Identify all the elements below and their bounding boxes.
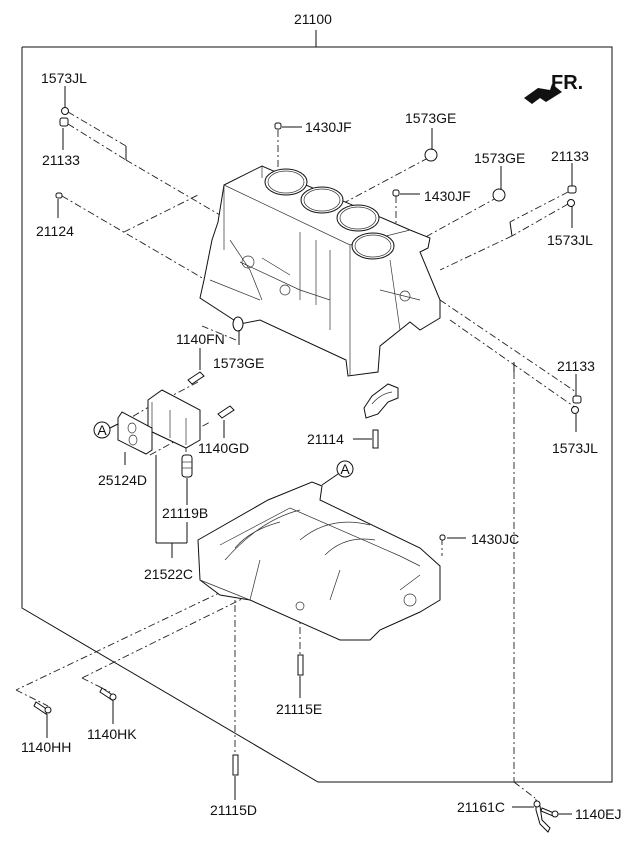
small-parts [33, 107, 582, 833]
label-21114[interactable]: 21114 [307, 431, 344, 447]
label-1430JF[interactable]: 1430JF [305, 119, 352, 135]
bolt-21114 [372, 429, 379, 449]
label-21119B[interactable]: 21119B [162, 505, 208, 521]
reference-marker-left: A [93, 421, 119, 439]
bearing-cap[interactable] [363, 383, 399, 419]
label-21133[interactable]: 21133 [42, 152, 80, 168]
front-arrow-icon [524, 84, 562, 104]
plug-1573JL [61, 107, 69, 115]
plug-1573JL-tr [567, 199, 575, 207]
bolt-21115E [297, 654, 304, 676]
assembly-number[interactable]: 21100 [294, 11, 332, 27]
reference-marker-right: A [321, 460, 354, 486]
svg-text:A: A [340, 461, 350, 477]
leader-lines [15, 111, 577, 799]
label-1430JC[interactable]: 1430JC [471, 531, 519, 547]
front-direction-indicator: FR. [524, 72, 583, 104]
pin-1430JC [439, 534, 446, 541]
plug-1573JL-r [571, 406, 579, 414]
svg-text:A: A [97, 422, 107, 438]
callout-lines [46, 86, 577, 815]
label-1430JF[interactable]: 1430JF [424, 188, 471, 204]
cylinder-block[interactable] [199, 165, 441, 377]
front-label: FR. [551, 72, 583, 94]
oil-filter-bracket[interactable] [147, 389, 201, 449]
pin-1430JF-mid [392, 189, 400, 197]
frame [21, 30, 613, 783]
lower-crankcase[interactable] [197, 481, 441, 641]
label-1140HH[interactable]: 1140HH [21, 739, 71, 755]
oil-filter-connector[interactable] [181, 454, 193, 478]
label-1573JL[interactable]: 1573JL [41, 70, 87, 86]
label-1573GE[interactable]: 1573GE [405, 110, 456, 126]
plug-21133 [59, 117, 69, 127]
label-21124[interactable]: 21124 [36, 223, 74, 239]
label-21133[interactable]: 21133 [557, 358, 595, 374]
label-1573GE[interactable]: 1573GE [213, 355, 264, 371]
bolt-1140HH [33, 701, 49, 715]
label-21522C[interactable]: 21522C [144, 566, 193, 582]
part-labels: 1573JL 21133 21124 1430JF 1573GE 1573GE … [21, 70, 621, 822]
label-21115E[interactable]: 21115E [276, 701, 322, 717]
plug-21133-r [572, 395, 582, 404]
label-1140GD[interactable]: 1140GD [198, 440, 249, 456]
label-1140EJ[interactable]: 1140EJ [575, 806, 621, 822]
bolt-1140FN [187, 371, 205, 385]
label-21161C[interactable]: 21161C [457, 799, 505, 815]
label-1573GE[interactable]: 1573GE [474, 150, 525, 166]
dowel-21124 [55, 192, 63, 199]
label-21115D[interactable]: 21115D [210, 802, 257, 818]
label-1573JL[interactable]: 1573JL [552, 440, 598, 456]
label-25124D[interactable]: 25124D [98, 472, 147, 488]
label-1140HK[interactable]: 1140HK [87, 726, 137, 742]
bolt-1140GD [217, 405, 235, 419]
plug-1573GE-low [232, 316, 244, 332]
plug-1573GE-mid [492, 188, 506, 202]
label-1140FN[interactable]: 1140FN [176, 331, 225, 347]
plug-21133-tr [567, 185, 577, 194]
gasket[interactable] [117, 411, 153, 455]
bracket-21161C [535, 798, 551, 833]
bolt-21115D [232, 754, 239, 776]
pin-1430JF-top [274, 122, 282, 130]
label-1573JL[interactable]: 1573JL [547, 232, 593, 248]
plug-1573GE-top [424, 148, 438, 162]
label-21133[interactable]: 21133 [551, 148, 589, 164]
